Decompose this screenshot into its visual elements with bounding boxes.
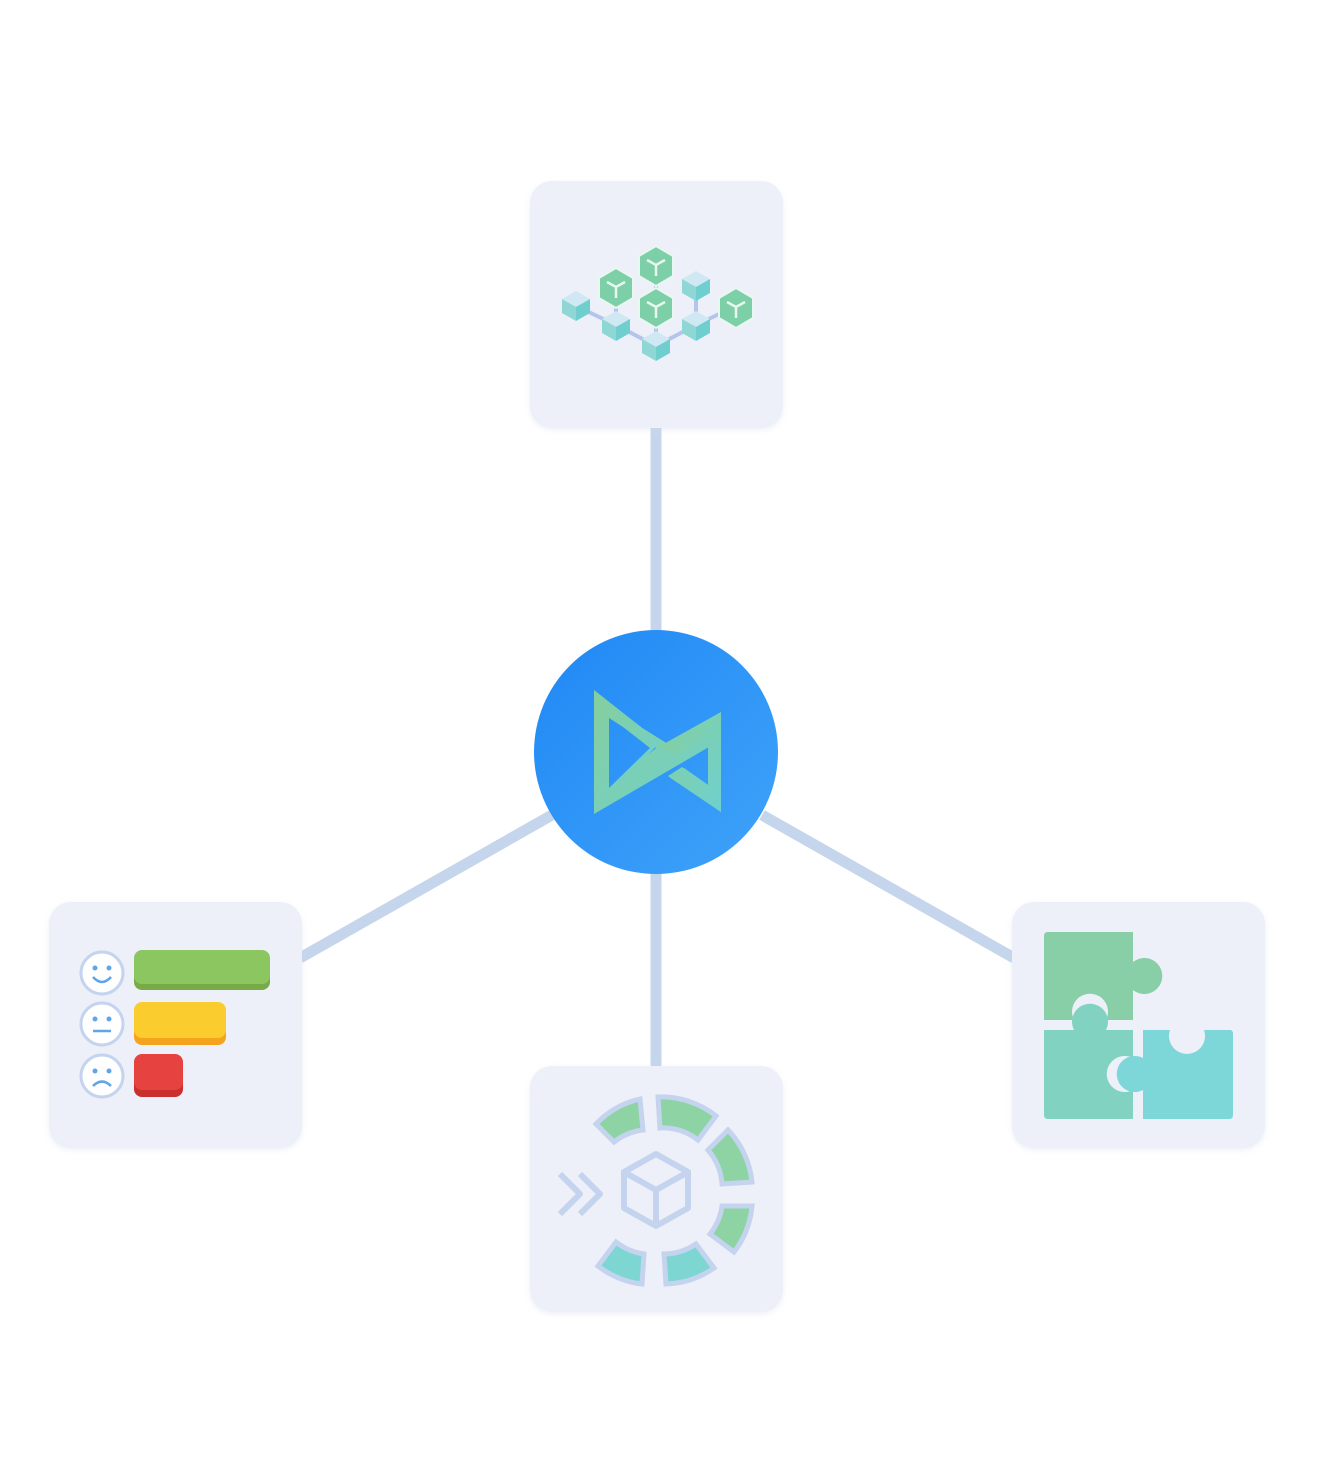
hub-node[interactable] bbox=[534, 630, 778, 874]
sad-face-icon bbox=[79, 1053, 125, 1099]
sentiment-rating-bars-icon bbox=[79, 950, 270, 1099]
node-card-left bbox=[49, 902, 302, 1148]
node-card-top bbox=[530, 181, 783, 428]
cube-outline-icon bbox=[621, 1151, 691, 1229]
double-chevron-icon bbox=[557, 1171, 603, 1217]
connector-right bbox=[759, 810, 1017, 963]
circular-cube-cycle-icon bbox=[557, 1094, 755, 1287]
connector-left bbox=[297, 810, 555, 963]
puzzle-pieces-icon bbox=[1044, 932, 1233, 1119]
happy-face-icon bbox=[79, 950, 125, 996]
node-card-right bbox=[1012, 902, 1265, 1148]
connectors bbox=[297, 426, 1017, 1068]
node-card-bottom bbox=[530, 1066, 783, 1312]
bowtie-logo-icon bbox=[594, 690, 721, 814]
blockchain-cubes-icon bbox=[562, 244, 754, 361]
neutral-face-icon bbox=[79, 1001, 125, 1047]
